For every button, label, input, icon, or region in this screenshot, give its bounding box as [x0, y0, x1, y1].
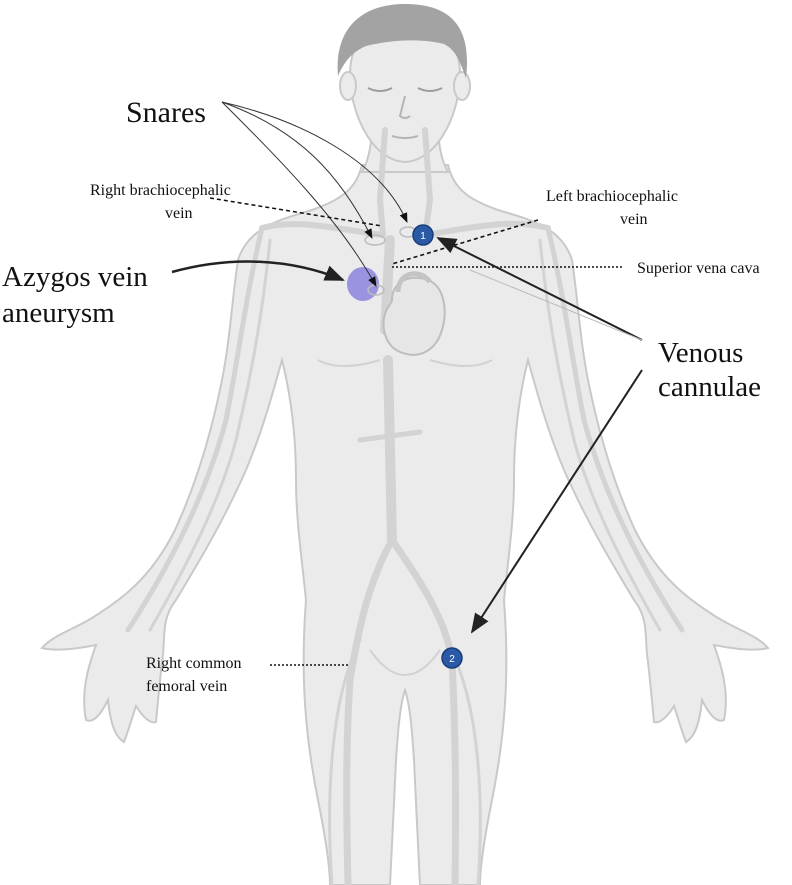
- cannula-marker-1-label: 1: [420, 231, 426, 242]
- nose: [398, 95, 411, 119]
- azygos-label-line1: Azygos vein: [2, 261, 148, 293]
- right-arm-vein-2: [148, 238, 272, 632]
- snares-leader-1: [221, 101, 373, 239]
- femoral-label-line1: Right common: [146, 655, 242, 672]
- venous-arrow-upper: [436, 237, 643, 341]
- left-brachiocephalic-label-line1: Left brachiocephalic: [546, 188, 678, 205]
- renal-veins: [357, 429, 423, 443]
- left-subclavian-vein: [422, 220, 551, 238]
- femoral-label-line2: femoral vein: [146, 678, 227, 695]
- left-eyelid: [367, 87, 393, 92]
- right-iliac-femoral-vein: [343, 536, 396, 885]
- left-arm-vein: [545, 225, 685, 633]
- azygos-aneurysm-blob: [347, 267, 379, 301]
- right-leg-vein-2: [328, 638, 362, 885]
- venous-cannulae-label-line1: Venous: [658, 337, 743, 369]
- snares-label: Snares: [126, 96, 206, 129]
- venous-arrow-upper-thin: [469, 269, 643, 341]
- cannula-marker-2-circle: [441, 647, 463, 669]
- azygos-arrow: [171, 260, 345, 282]
- left-jugular-vein: [422, 127, 434, 238]
- inferior-vena-cava-vessel: [383, 355, 397, 545]
- cannula-marker-2: 2: [441, 647, 463, 669]
- right-brachiocephalic-leader: [209, 197, 383, 227]
- left-brachiocephalic-label-line2: vein: [620, 211, 648, 228]
- snares-leader-2: [221, 101, 408, 223]
- left-iliac-femoral-vein: [388, 536, 460, 885]
- azygos-label-line2: aneurysm: [2, 297, 115, 329]
- snares-leader-3: [221, 101, 377, 287]
- venous-arrow-lower: [470, 369, 643, 634]
- chest-contour: [317, 359, 493, 367]
- hair: [337, 4, 468, 78]
- groin-contour: [369, 649, 441, 676]
- left-arm-vein-2: [538, 238, 662, 632]
- cannula-marker-1-circle: [412, 224, 434, 246]
- right-brachiocephalic-label-line2: vein: [165, 205, 193, 222]
- cannula-marker-1: 1: [412, 224, 434, 246]
- venous-system: [125, 127, 685, 885]
- labels: Snares Right brachiocephalic vein Left b…: [2, 96, 761, 695]
- right-eyelid: [417, 87, 443, 92]
- snare-loop-right: [364, 234, 386, 246]
- cannula-marker-2-label: 2: [449, 654, 455, 665]
- left-brachiocephalic-leader: [391, 219, 539, 265]
- annotation-lines: [171, 101, 643, 666]
- right-jugular-vein: [376, 127, 388, 238]
- right-ear: [453, 71, 471, 101]
- mouth: [391, 135, 419, 139]
- venous-cannulae-label-line2: cannulae: [658, 371, 761, 403]
- body-silhouette: [40, 164, 770, 885]
- human-body-figure: [40, 4, 770, 885]
- superior-vena-cava-label: Superior vena cava: [637, 260, 760, 277]
- left-ear: [339, 71, 357, 101]
- aortic-arch: [395, 271, 433, 293]
- right-brachiocephalic-label-line1: Right brachiocephalic: [90, 182, 231, 199]
- right-arm-vein: [125, 225, 265, 633]
